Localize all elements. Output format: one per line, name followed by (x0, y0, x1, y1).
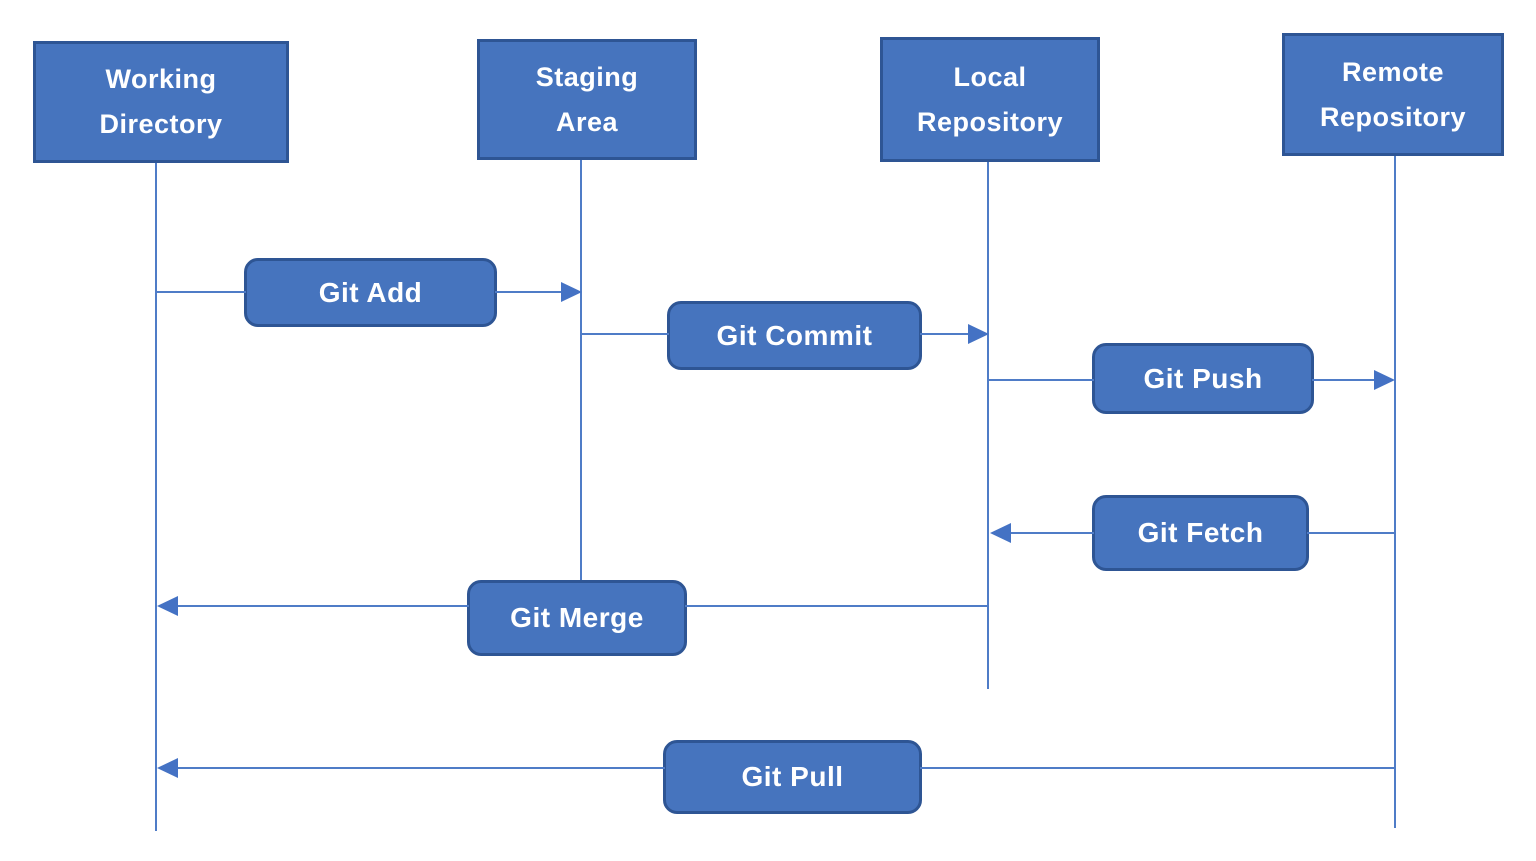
action-box-git-commit: Git Commit (667, 301, 922, 370)
git-push-arrowhead-icon (1374, 370, 1395, 390)
connector-git-push-segment-2 (1312, 379, 1377, 381)
lifeline-working-directory (155, 163, 157, 831)
connector-git-commit-segment-1 (582, 333, 669, 335)
connector-git-commit-segment-2 (920, 333, 970, 335)
connector-git-pull-segment-1 (178, 767, 665, 769)
action-box-git-push: Git Push (1092, 343, 1314, 414)
git-fetch-arrowhead-icon (990, 523, 1011, 543)
action-label: Git Merge (510, 602, 644, 633)
connector-git-merge-segment-2 (685, 605, 989, 607)
connector-git-add-segment-2 (495, 291, 564, 293)
action-label: Git Pull (741, 761, 844, 792)
connector-git-push-segment-1 (989, 379, 1094, 381)
action-box-git-add: Git Add (244, 258, 497, 327)
entity-label-line: Repository (1319, 101, 1467, 132)
entity-label-line: Directory (99, 109, 223, 139)
action-label: Git Push (1143, 362, 1263, 394)
connector-git-add-segment-1 (157, 291, 246, 293)
action-label: Git Add (318, 276, 423, 308)
lifeline-staging-area (580, 160, 582, 581)
entity-label-line: Area (555, 106, 619, 137)
connector-git-merge-segment-1 (178, 605, 469, 607)
git-merge-arrowhead-icon (157, 596, 178, 616)
connector-git-fetch-segment-1 (1011, 532, 1094, 534)
action-box-git-merge: Git Merge (467, 580, 687, 656)
lifeline-remote-repository (1394, 156, 1396, 828)
lifeline-local-repository (987, 162, 989, 689)
entity-label-line: Remote (1341, 56, 1445, 87)
git-pull-arrowhead-icon (157, 758, 178, 778)
action-box-git-pull: Git Pull (663, 740, 922, 814)
git-add-arrowhead-icon (561, 282, 582, 302)
entity-label-line: Local (953, 61, 1027, 92)
entity-label-line: Staging (535, 61, 639, 92)
action-box-git-fetch: Git Fetch (1092, 495, 1309, 571)
connector-git-fetch-segment-2 (1307, 532, 1395, 534)
action-label: Git Commit (716, 319, 873, 351)
connector-git-pull-segment-2 (920, 767, 1395, 769)
entity-label-line: Repository (916, 106, 1064, 137)
git-commit-arrowhead-icon (968, 324, 989, 344)
entity-label-line: Working (105, 64, 217, 94)
action-label: Git Fetch (1137, 517, 1264, 548)
